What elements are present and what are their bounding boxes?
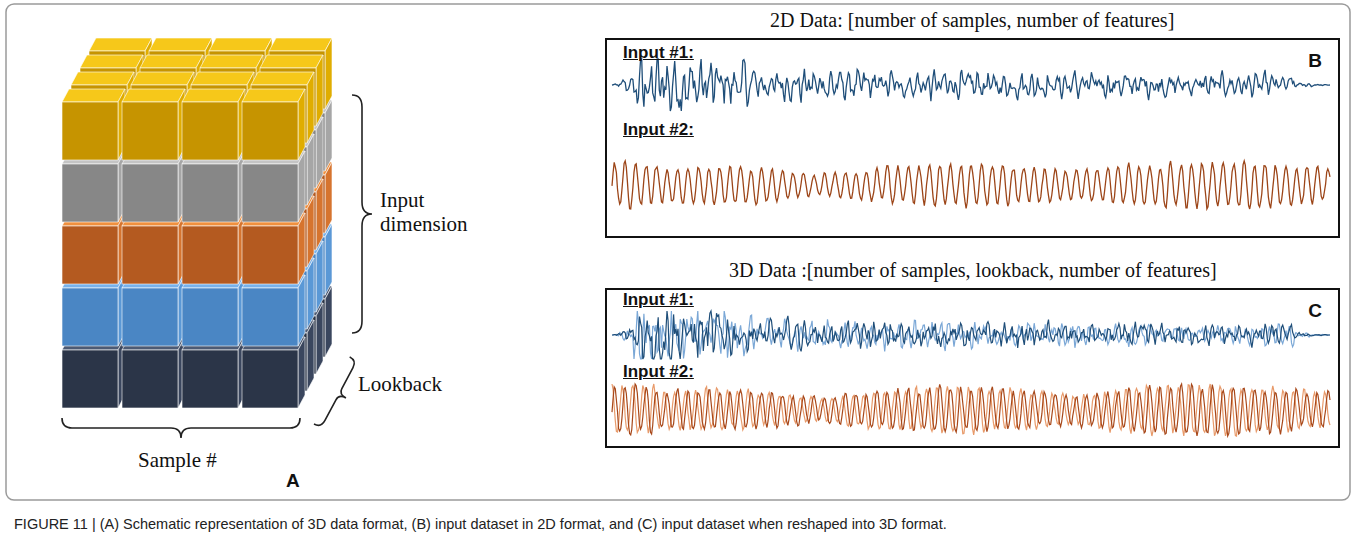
brace (62, 418, 300, 438)
block-front (182, 164, 238, 222)
cube-illustration (62, 38, 332, 408)
block-front (182, 350, 238, 408)
block-front (242, 350, 298, 408)
panel-letter: B (1308, 50, 1322, 72)
panel-box: 3D Data :[number of samples, lookback, n… (605, 288, 1340, 448)
block-front (62, 102, 118, 160)
block-side (307, 258, 314, 329)
block-side (325, 224, 332, 295)
block-side (307, 196, 314, 267)
block-top (62, 89, 125, 102)
block-top (251, 72, 314, 85)
block-side (316, 117, 323, 188)
brace (314, 357, 364, 432)
block-side (316, 241, 323, 312)
block-front (242, 288, 298, 346)
block-top (209, 38, 272, 51)
input-label: Input #2: (623, 120, 694, 140)
panel-letter: A (286, 470, 300, 492)
input-label: Input #2: (623, 362, 694, 382)
block-front (122, 288, 178, 346)
block-top (191, 72, 254, 85)
block-top (269, 38, 332, 51)
brace (352, 95, 372, 333)
block-side (307, 72, 314, 143)
block-side (325, 100, 332, 171)
block-front (122, 102, 178, 160)
waveform (612, 384, 1330, 436)
block-side (325, 38, 332, 109)
panel-letter: C (1308, 300, 1322, 322)
block-side (325, 286, 332, 357)
block-side (298, 213, 305, 284)
block-side (325, 162, 332, 233)
waveform (612, 161, 1330, 209)
block-front (182, 226, 238, 284)
block-front (122, 226, 178, 284)
block-front (62, 288, 118, 346)
block-top (149, 38, 212, 51)
block-front (62, 350, 118, 408)
block-top (131, 72, 194, 85)
block-top (242, 89, 305, 102)
panel-title: 3D Data :[number of samples, lookback, n… (729, 259, 1217, 282)
input-label: Input #1: (623, 290, 694, 310)
block-front (242, 102, 298, 160)
waveform (612, 384, 1330, 436)
block-top (71, 72, 134, 85)
panel-title: 2D Data: [number of samples, number of f… (770, 9, 1174, 32)
block-front (62, 226, 118, 284)
block-front (122, 350, 178, 408)
axis-label: Sample # (138, 448, 217, 473)
block-front (242, 164, 298, 222)
block-side (316, 55, 323, 126)
block-side (298, 337, 305, 408)
block-top (260, 55, 323, 68)
axis-label: Input dimension (380, 188, 480, 236)
input-label: Input #1: (623, 43, 694, 63)
panel-box: 2D Data: [number of samples, number of f… (605, 38, 1340, 238)
axis-label: Lookback (358, 372, 442, 397)
block-top (89, 38, 152, 51)
block-top (80, 55, 143, 68)
figure-frame (6, 4, 1350, 500)
block-side (307, 320, 314, 391)
block-top (122, 89, 185, 102)
figure-caption: FIGURE 11 | (A) Schematic representation… (14, 516, 947, 532)
block-side (307, 134, 314, 205)
waveform (612, 311, 1330, 359)
block-front (62, 164, 118, 222)
block-front (182, 102, 238, 160)
block-side (316, 179, 323, 250)
block-top (200, 55, 263, 68)
block-front (122, 164, 178, 222)
waveforms (612, 59, 1330, 436)
waveform (612, 59, 1330, 111)
block-side (316, 303, 323, 374)
block-front (182, 288, 238, 346)
block-side (298, 89, 305, 160)
block-side (298, 151, 305, 222)
waveform (612, 311, 1330, 359)
block-top (182, 89, 245, 102)
block-front (242, 226, 298, 284)
block-side (298, 275, 305, 346)
block-top (140, 55, 203, 68)
